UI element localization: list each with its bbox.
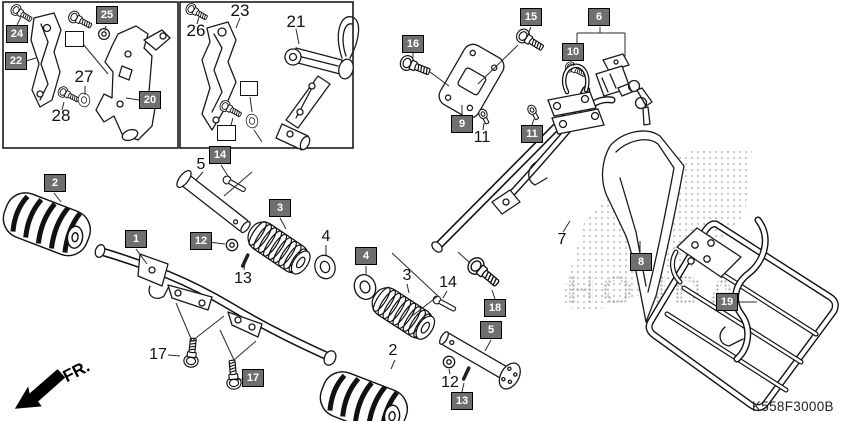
part-6-lock-assembly bbox=[595, 53, 653, 126]
callout-24[interactable]: 24 bbox=[6, 25, 28, 43]
callout-3-lower[interactable]: 3 bbox=[402, 267, 412, 284]
fr-label: FR. bbox=[60, 357, 93, 386]
callout-28[interactable]: 28 bbox=[51, 106, 71, 125]
callout-10[interactable]: 10 bbox=[562, 43, 584, 61]
part-1-step-bar bbox=[94, 244, 337, 366]
part-12-ring-lower bbox=[442, 355, 456, 369]
callout-17-right[interactable]: 17 bbox=[242, 369, 264, 387]
empty-callout-box-3 bbox=[217, 125, 236, 141]
part-4-washer-upper bbox=[311, 252, 339, 282]
callout-4-upper[interactable]: 4 bbox=[321, 228, 331, 245]
part-15-bolt bbox=[513, 26, 547, 55]
empty-callout-box-2 bbox=[240, 81, 258, 96]
fr-arrow-icon bbox=[14, 369, 66, 409]
diagram-part-code: K558F3000B bbox=[752, 399, 834, 414]
part-24-bolt bbox=[8, 2, 35, 25]
part-14-pin-upper bbox=[221, 174, 248, 195]
part-28-bolt bbox=[55, 84, 82, 106]
callout-6[interactable]: 6 bbox=[588, 8, 610, 26]
callout-16[interactable]: 16 bbox=[402, 35, 424, 53]
callout-23[interactable]: 23 bbox=[230, 1, 250, 20]
part-13-pin-upper bbox=[240, 252, 250, 269]
callout-11-right[interactable]: 11 bbox=[521, 125, 543, 143]
callout-26[interactable]: 26 bbox=[186, 21, 206, 40]
part-5-rod-lower bbox=[438, 331, 521, 390]
part-27-washer bbox=[76, 91, 92, 109]
callout-12-upper[interactable]: 12 bbox=[190, 232, 212, 250]
callout-22[interactable]: 22 bbox=[5, 52, 27, 70]
callout-21[interactable]: 21 bbox=[286, 12, 306, 31]
callout-3-upper[interactable]: 3 bbox=[269, 199, 291, 217]
callout-5-lower[interactable]: 5 bbox=[480, 321, 502, 339]
callout-14-upper[interactable]: 14 bbox=[209, 146, 231, 164]
part-19-carrier-rack bbox=[645, 216, 839, 412]
callout-25[interactable]: 25 bbox=[96, 6, 118, 24]
part-13-pin-lower bbox=[461, 365, 471, 382]
callout-20[interactable]: 20 bbox=[139, 91, 161, 109]
part-16-bolt bbox=[397, 53, 433, 80]
part-17-bolt-right bbox=[224, 359, 243, 391]
callout-5-upper[interactable]: 5 bbox=[196, 156, 206, 173]
part-26-bolt bbox=[183, 1, 210, 24]
part-11-screw-right bbox=[525, 103, 542, 122]
empty-callout-box-1 bbox=[65, 31, 84, 47]
callout-1[interactable]: 1 bbox=[125, 230, 147, 248]
part-22-bracket bbox=[30, 12, 62, 108]
part-11-screw-left bbox=[476, 107, 492, 126]
part-5-rod-upper bbox=[176, 169, 251, 234]
callout-12-lower[interactable]: 12 bbox=[441, 374, 459, 391]
inset-frame-left bbox=[2, 1, 179, 149]
callout-9[interactable]: 9 bbox=[451, 115, 473, 133]
part-18-bolt bbox=[464, 253, 504, 292]
callout-27[interactable]: 27 bbox=[74, 67, 94, 86]
callout-4-lower[interactable]: 4 bbox=[355, 247, 377, 265]
callout-18[interactable]: 18 bbox=[484, 299, 506, 317]
frame2-mount-bolt bbox=[217, 98, 244, 121]
callout-11-left[interactable]: 11 bbox=[473, 129, 491, 146]
callout-2-upper[interactable]: 2 bbox=[44, 174, 66, 192]
frame2-mount-washer bbox=[244, 112, 260, 130]
part-3-peg-lower bbox=[366, 281, 440, 345]
part-8-guard bbox=[601, 130, 685, 323]
callout-17-left[interactable]: 17 bbox=[149, 346, 167, 363]
part-2-footpeg-lower bbox=[315, 366, 414, 421]
fr-direction-arrow: FR. bbox=[14, 357, 93, 409]
callout-8[interactable]: 8 bbox=[630, 253, 652, 271]
part-21-step-assembly bbox=[275, 16, 360, 151]
leader-lines bbox=[16, 16, 757, 393]
part-7-stand-assembly bbox=[431, 63, 616, 253]
callout-14-lower[interactable]: 14 bbox=[439, 274, 457, 291]
callout-2-lower[interactable]: 2 bbox=[388, 342, 398, 359]
callout-13-lower[interactable]: 13 bbox=[451, 392, 473, 410]
callout-15[interactable]: 15 bbox=[520, 8, 542, 26]
callout-7[interactable]: 7 bbox=[557, 231, 567, 248]
part-20-bracket bbox=[95, 25, 171, 142]
callout-19[interactable]: 19 bbox=[716, 293, 738, 311]
part-12-ring-upper bbox=[225, 238, 239, 252]
part-9-plate bbox=[438, 43, 505, 119]
part-23-bracket bbox=[201, 21, 237, 131]
callout-13-upper[interactable]: 13 bbox=[234, 270, 252, 287]
part-2-footpeg-upper bbox=[0, 187, 96, 261]
inset-frame-right bbox=[179, 1, 354, 149]
part-17-bolt-left bbox=[182, 337, 202, 369]
